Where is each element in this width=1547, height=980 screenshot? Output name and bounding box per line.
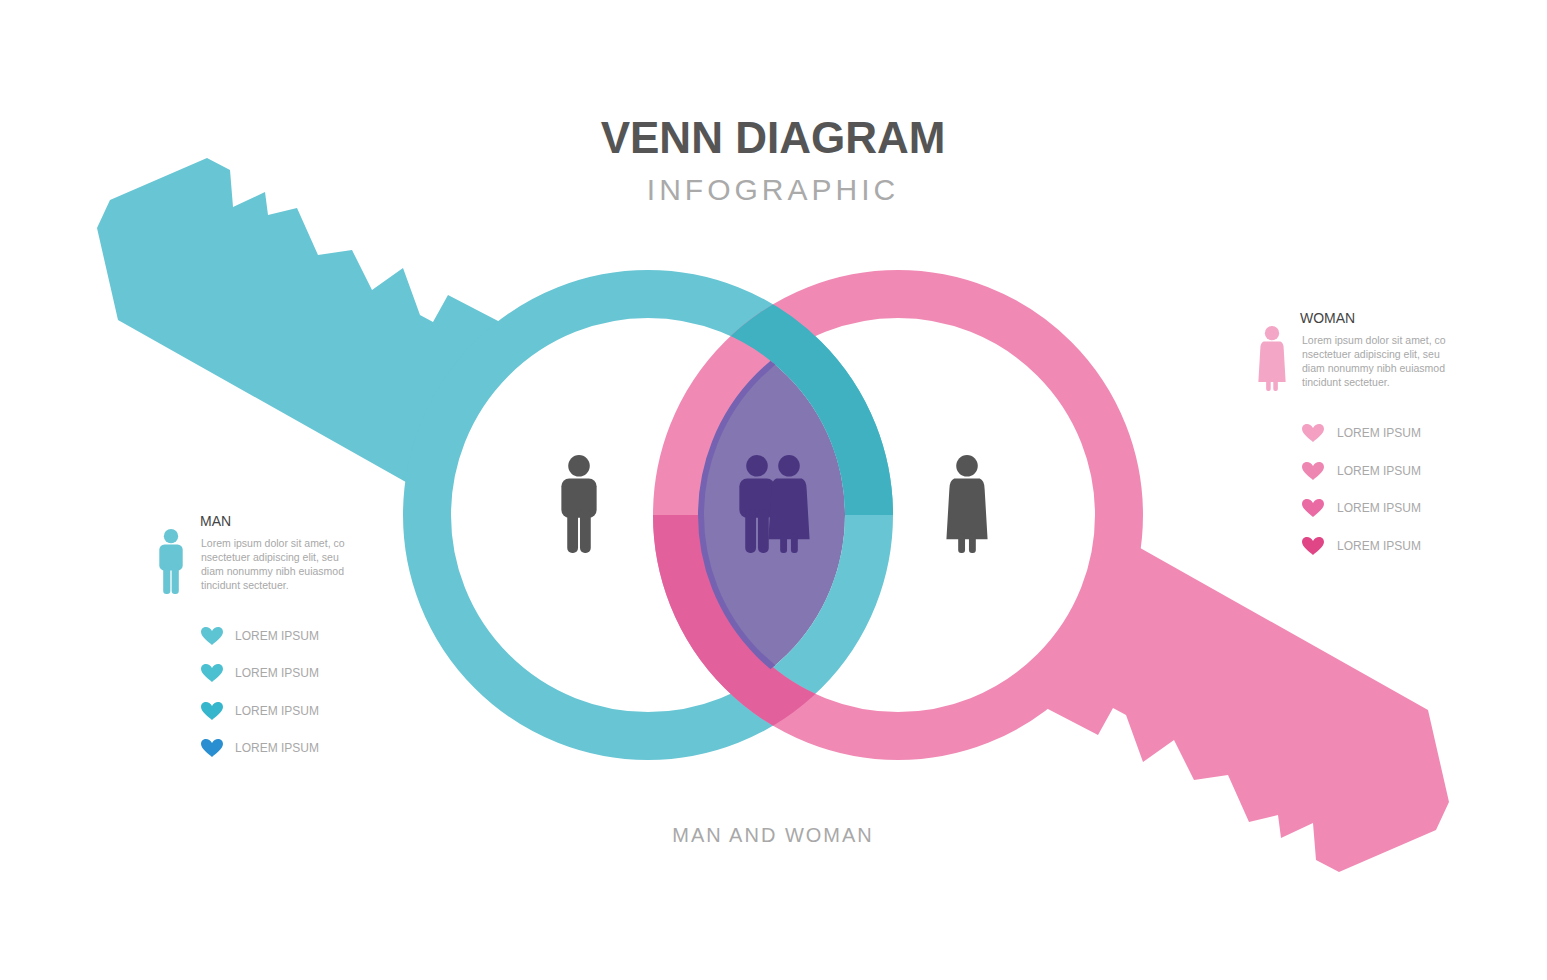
- group-heading: MAN: [200, 513, 231, 530]
- man-icon: [561, 455, 596, 553]
- woman-icon: [946, 455, 987, 553]
- list-item: LOREM IPSUM: [235, 666, 319, 680]
- heart-bullet: [201, 702, 223, 720]
- list-item: LOREM IPSUM: [1337, 426, 1421, 440]
- overlap-lens: [701, 318, 1095, 712]
- group-body: Lorem ipsum dolor sit amet, co nsectetue…: [201, 536, 356, 592]
- list-item: LOREM IPSUM: [235, 741, 319, 755]
- list-item: LOREM IPSUM: [235, 629, 319, 643]
- group-heading: WOMAN: [1300, 310, 1355, 327]
- woman-small-icon: [1258, 326, 1285, 391]
- diagram-title: VENN DIAGRAM: [601, 112, 946, 165]
- pink-key-disc: [677, 294, 1119, 736]
- heart-bullet: [201, 627, 223, 645]
- heart-bullet: [1302, 462, 1324, 480]
- list-item: LOREM IPSUM: [1337, 501, 1421, 515]
- man-small-icon: [159, 529, 182, 594]
- blue-key-disc: [427, 294, 869, 736]
- list-item: LOREM IPSUM: [1337, 464, 1421, 478]
- diagram-caption: MAN AND WOMAN: [672, 823, 874, 847]
- heart-bullet: [1302, 537, 1324, 555]
- pink-key-ring: [677, 294, 1119, 736]
- ring-crossing-bottom: [677, 294, 1119, 736]
- couple-woman-icon: [768, 455, 809, 553]
- heart-bullet: [201, 739, 223, 757]
- heart-bullet: [1302, 499, 1324, 517]
- list-item: LOREM IPSUM: [235, 704, 319, 718]
- heart-bullet: [201, 664, 223, 682]
- ring-crossing-top: [427, 294, 869, 736]
- group-body: Lorem ipsum dolor sit amet, co nsectetue…: [1302, 333, 1457, 389]
- lens-edge: [701, 318, 1095, 712]
- subtitle: INFOGRAPHIC: [647, 172, 899, 208]
- heart-bullet: [1302, 424, 1324, 442]
- blue-key-ring: [427, 294, 869, 736]
- list-item: LOREM IPSUM: [1337, 539, 1421, 553]
